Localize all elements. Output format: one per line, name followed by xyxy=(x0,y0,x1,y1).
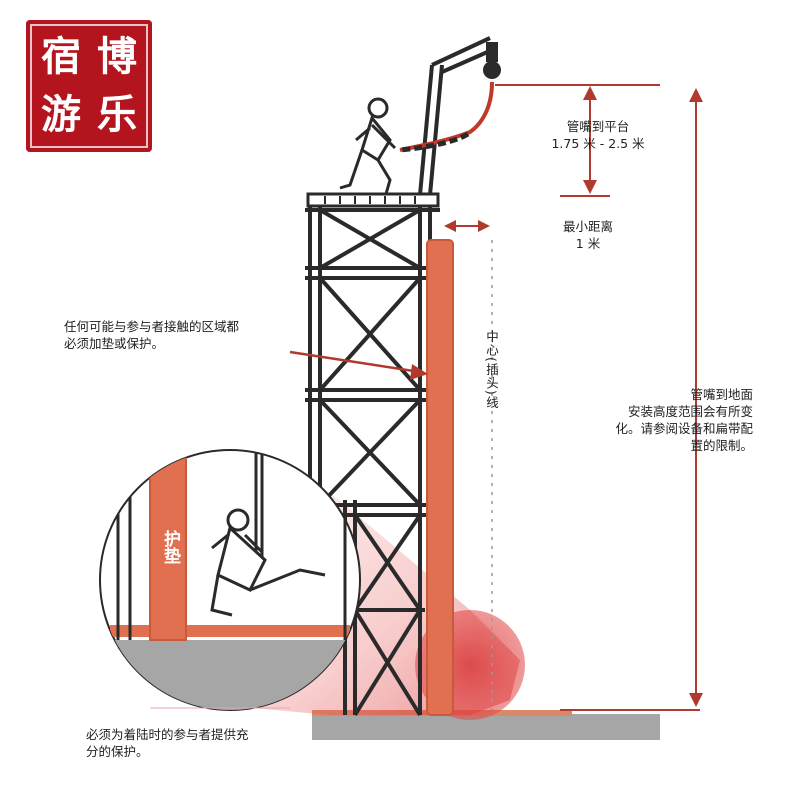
label-line: 管嘴到地面 xyxy=(690,387,753,402)
seal-char: 博 xyxy=(97,33,137,80)
min-distance-label: 最小距离 1 米 xyxy=(548,218,628,252)
pad-pointer-head xyxy=(410,364,428,380)
tower-pad xyxy=(426,239,454,716)
landing-label: 必须为着陆时的参与者提供充 分的保护。 xyxy=(86,726,326,760)
label-line: 管嘴到平台 xyxy=(566,119,630,134)
pad-label: 护垫 xyxy=(160,530,180,564)
lanyard-webbing xyxy=(399,131,470,153)
label-line: 1.75 米 - 2.5 米 xyxy=(551,136,645,151)
person-on-platform xyxy=(339,97,397,195)
device-bracket xyxy=(486,42,498,62)
label-line: 必须加垫或保护。 xyxy=(64,336,165,351)
seal-char: 乐 xyxy=(97,91,137,138)
platform xyxy=(306,192,440,208)
nozzle-to-platform-label: 管嘴到平台 1.75 米 - 2.5 米 xyxy=(538,118,658,152)
nozzle-to-ground-label: 管嘴到地面 安装高度范围会有所变 化。请参阅设备和扁带配 置的限制。 xyxy=(578,386,753,454)
label-line: 最小距离 xyxy=(562,219,613,234)
label-line: 任何可能与参与者接触的区域都 xyxy=(64,319,240,334)
ground xyxy=(312,714,660,740)
dimension-lines xyxy=(448,84,700,711)
seal-char: 宿 xyxy=(41,33,81,80)
auto-belay-device xyxy=(483,61,501,79)
label-line: 置的限制。 xyxy=(690,438,753,453)
contact-area-label: 任何可能与参与者接触的区域都 必须加垫或保护。 xyxy=(64,318,304,352)
arrowheads xyxy=(444,86,703,707)
label-line: 必须为着陆时的参与者提供充 xyxy=(86,727,249,742)
label-line: 1 米 xyxy=(575,236,601,251)
pad-pointer-arrow xyxy=(289,350,421,374)
platform-slats xyxy=(324,196,416,204)
label-line: 化。请参阅设备和扁带配 xyxy=(615,421,753,436)
label-line: 安装高度范围会有所变 xyxy=(627,404,753,419)
center-line-label: 中心(插头)线 xyxy=(484,330,499,410)
label-line: 分的保护。 xyxy=(86,744,149,759)
seal-char: 游 xyxy=(41,91,81,138)
logo-seal: 宿 博 游 乐 xyxy=(26,20,152,152)
gantry xyxy=(418,36,493,196)
lanyard xyxy=(399,81,494,152)
